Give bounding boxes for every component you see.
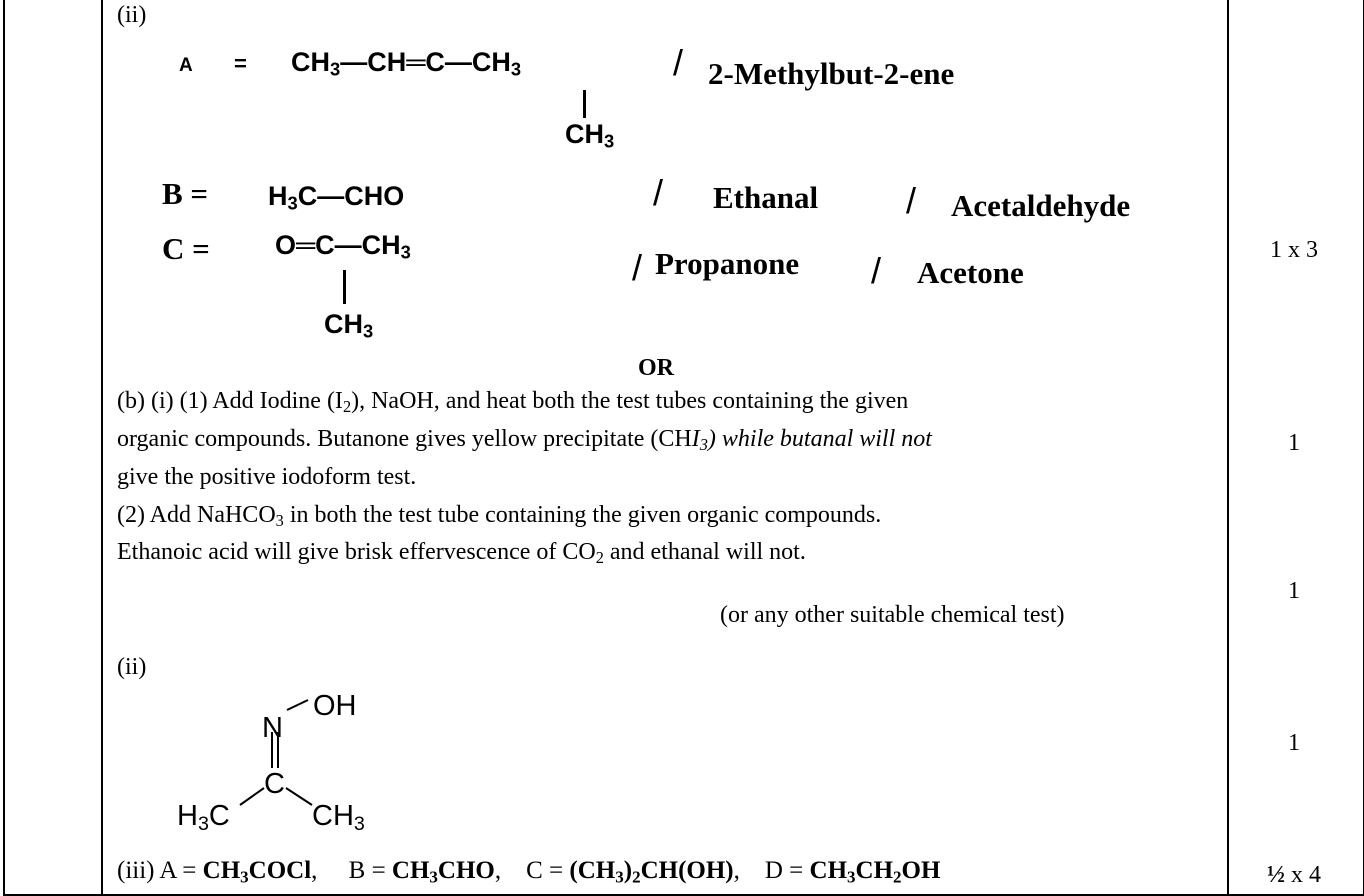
mark-part-b-ii: 1: [1288, 730, 1300, 756]
structure-a-eq: =: [234, 51, 247, 76]
structure-c-branch-bond: [343, 270, 346, 304]
structure-b-lhs: B =: [162, 176, 209, 211]
part-b-i2-line-1: (2) Add NaHCO3 in both the test tube con…: [117, 502, 882, 531]
mark-part-b-i2: 1: [1288, 578, 1300, 604]
oxime-n: N: [262, 712, 283, 744]
or-separator: OR: [638, 355, 674, 381]
structure-b-name-ethanal: Ethanal: [713, 180, 819, 215]
structure-c-slash-2: /: [871, 250, 882, 291]
structure-c-formula: O═C—CH3: [275, 230, 411, 263]
structure-a-slash: /: [673, 42, 684, 83]
structure-c-name-acetone: Acetone: [917, 255, 1024, 290]
part-b-i2-note: (or any other suitable chemical test): [720, 602, 1065, 628]
structure-b-name-acetaldehyde: Acetaldehyde: [951, 188, 1131, 223]
oxime-bonds: [239, 699, 313, 806]
part-b-iii: (iii) A = CH3COCl, B = CH3CHO, C = (CH3)…: [117, 857, 941, 887]
structure-b-slash-1: /: [653, 172, 664, 213]
bond-c-h3c: [239, 787, 265, 806]
part-b-i2-line-2: Ethanoic acid will give brisk effervesce…: [117, 539, 806, 568]
column-divider-left: [101, 0, 103, 894]
structure-c-lhs: C =: [162, 231, 210, 266]
column-divider-right: [1227, 0, 1229, 894]
bond-c-ch3: [285, 787, 313, 806]
part-b-i1-line-2: organic compounds. Butanone gives yellow…: [117, 426, 932, 455]
structure-a-lhs: A: [179, 55, 193, 76]
structure-c-branch: CH3: [324, 309, 374, 342]
oxime-ch3: CH3: [312, 800, 365, 835]
part-b-i1-line-3: give the positive iodoform test.: [117, 464, 417, 490]
mark-part-b-i1: 1: [1288, 430, 1300, 456]
bond-n-oh: [286, 699, 309, 711]
structure-b-formula: H3C—CHO: [268, 181, 405, 214]
structure-a-branch-bond: [583, 90, 586, 118]
oxime-oh: OH: [313, 690, 357, 722]
structure-a-name: 2-Methylbut-2-ene: [708, 56, 955, 91]
oxime-h3c: H3C: [177, 800, 230, 835]
mark-part-a: 1 x 3: [1270, 237, 1318, 263]
structure-c-slash-1: /: [632, 247, 643, 288]
structure-a-chain: CH3—CH═C—CH3: [291, 47, 522, 80]
structure-c-name-propanone: Propanone: [655, 246, 800, 281]
mark-part-b-iii: ½ x 4: [1267, 862, 1321, 888]
part-b-i1-line-1: (b) (i) (1) Add Iodine (I2), NaOH, and h…: [117, 388, 909, 417]
structure-a-branch: CH3: [565, 119, 615, 152]
structure-b-slash-2: /: [906, 180, 917, 221]
part-b-ii-label: (ii): [117, 654, 147, 680]
part-label-ii: (ii): [117, 2, 147, 28]
oxime-c: C: [264, 768, 285, 800]
